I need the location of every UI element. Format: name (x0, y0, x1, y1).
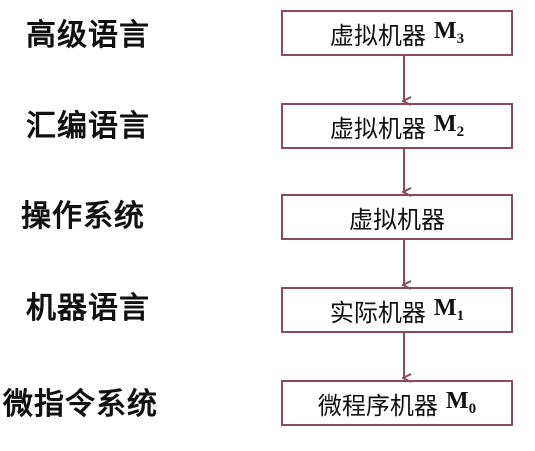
machine-box-os-name: 虚拟机器 (349, 205, 445, 234)
level-label-high-level-language: 高级语言 (26, 18, 150, 53)
level-label-machine-language: 机器语言 (26, 291, 150, 326)
level-label-microinstruction-system: 微指令系统 (3, 387, 158, 422)
level-label-operating-system: 操作系统 (21, 199, 145, 234)
machine-box-m2-name: 虚拟机器 (329, 114, 426, 143)
machine-box-m0-name: 微程序机器 (317, 391, 438, 420)
machine-box-m3-name: 虚拟机器 (329, 21, 426, 50)
machine-box-os: 虚拟机器 (281, 194, 513, 240)
machine-box-m1-symbol: M1 (433, 295, 465, 324)
machine-box-m0-symbol: M0 (445, 388, 477, 417)
machine-box-m2-symbol: M2 (433, 111, 465, 140)
level-label-assembly-language: 汇编语言 (26, 109, 150, 144)
machine-box-m3-symbol: M3 (433, 18, 465, 47)
machine-box-m1-name: 实际机器 (329, 298, 426, 327)
